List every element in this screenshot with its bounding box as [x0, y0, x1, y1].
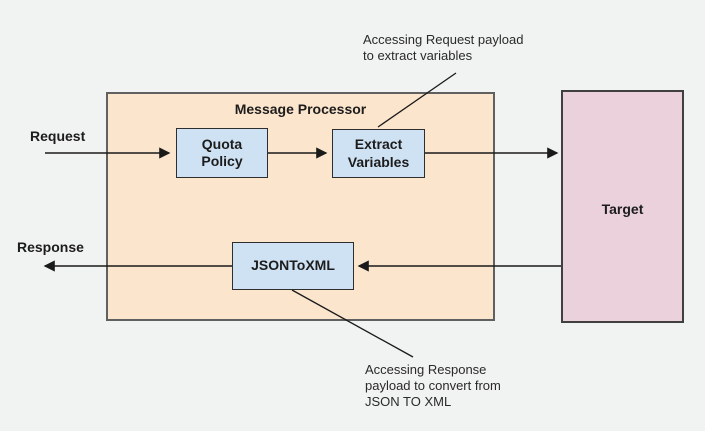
jsontoxml-label: JSONToXML	[251, 257, 335, 274]
response-label: Response	[17, 239, 84, 255]
extract-variables-node: Extract Variables	[332, 129, 425, 178]
request-annotation-text: Accessing Request payload to extract var…	[363, 32, 524, 63]
extract-variables-label: Extract Variables	[347, 136, 410, 170]
quota-policy-label: Quota Policy	[201, 135, 243, 170]
target-node: Target	[561, 90, 684, 323]
jsontoxml-node: JSONToXML	[232, 242, 354, 290]
response-annotation-text: Accessing Response payload to convert fr…	[365, 362, 501, 409]
quota-policy-node: Quota Policy	[176, 128, 268, 178]
message-processor-label: Message Processor	[234, 101, 367, 117]
target-label: Target	[601, 200, 644, 217]
request-label: Request	[30, 128, 86, 144]
